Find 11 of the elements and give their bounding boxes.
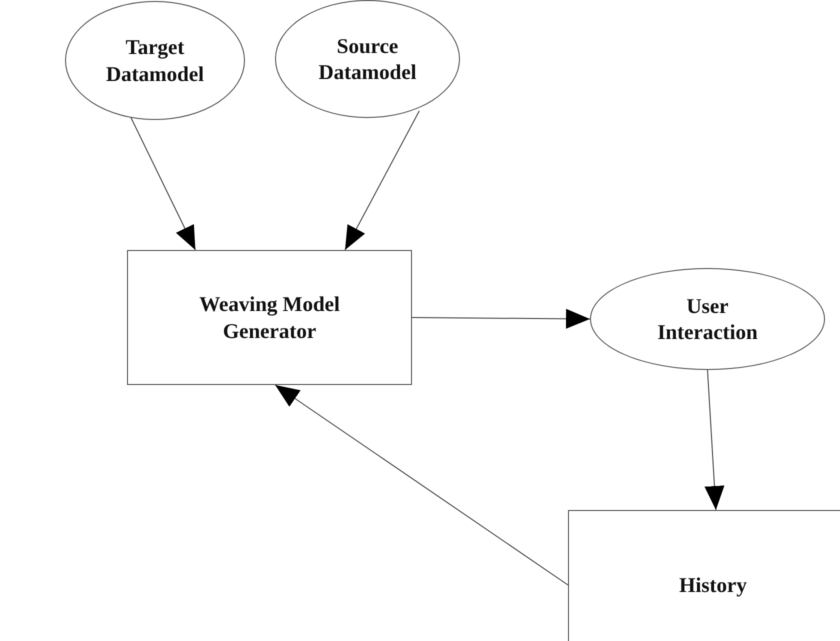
node-label: Source Datamodel: [318, 32, 418, 86]
arrow: [412, 308, 590, 329]
process-box: [127, 250, 412, 385]
node-label: Target Datamodel: [105, 34, 205, 87]
node-label: Weaving Model Generator: [198, 291, 341, 344]
arrow: [274, 384, 568, 586]
process-box: [568, 510, 840, 641]
node-label: History: [679, 572, 747, 598]
node-label: User Interaction: [656, 292, 759, 346]
arrow: [704, 370, 724, 510]
arrow: [344, 110, 420, 250]
